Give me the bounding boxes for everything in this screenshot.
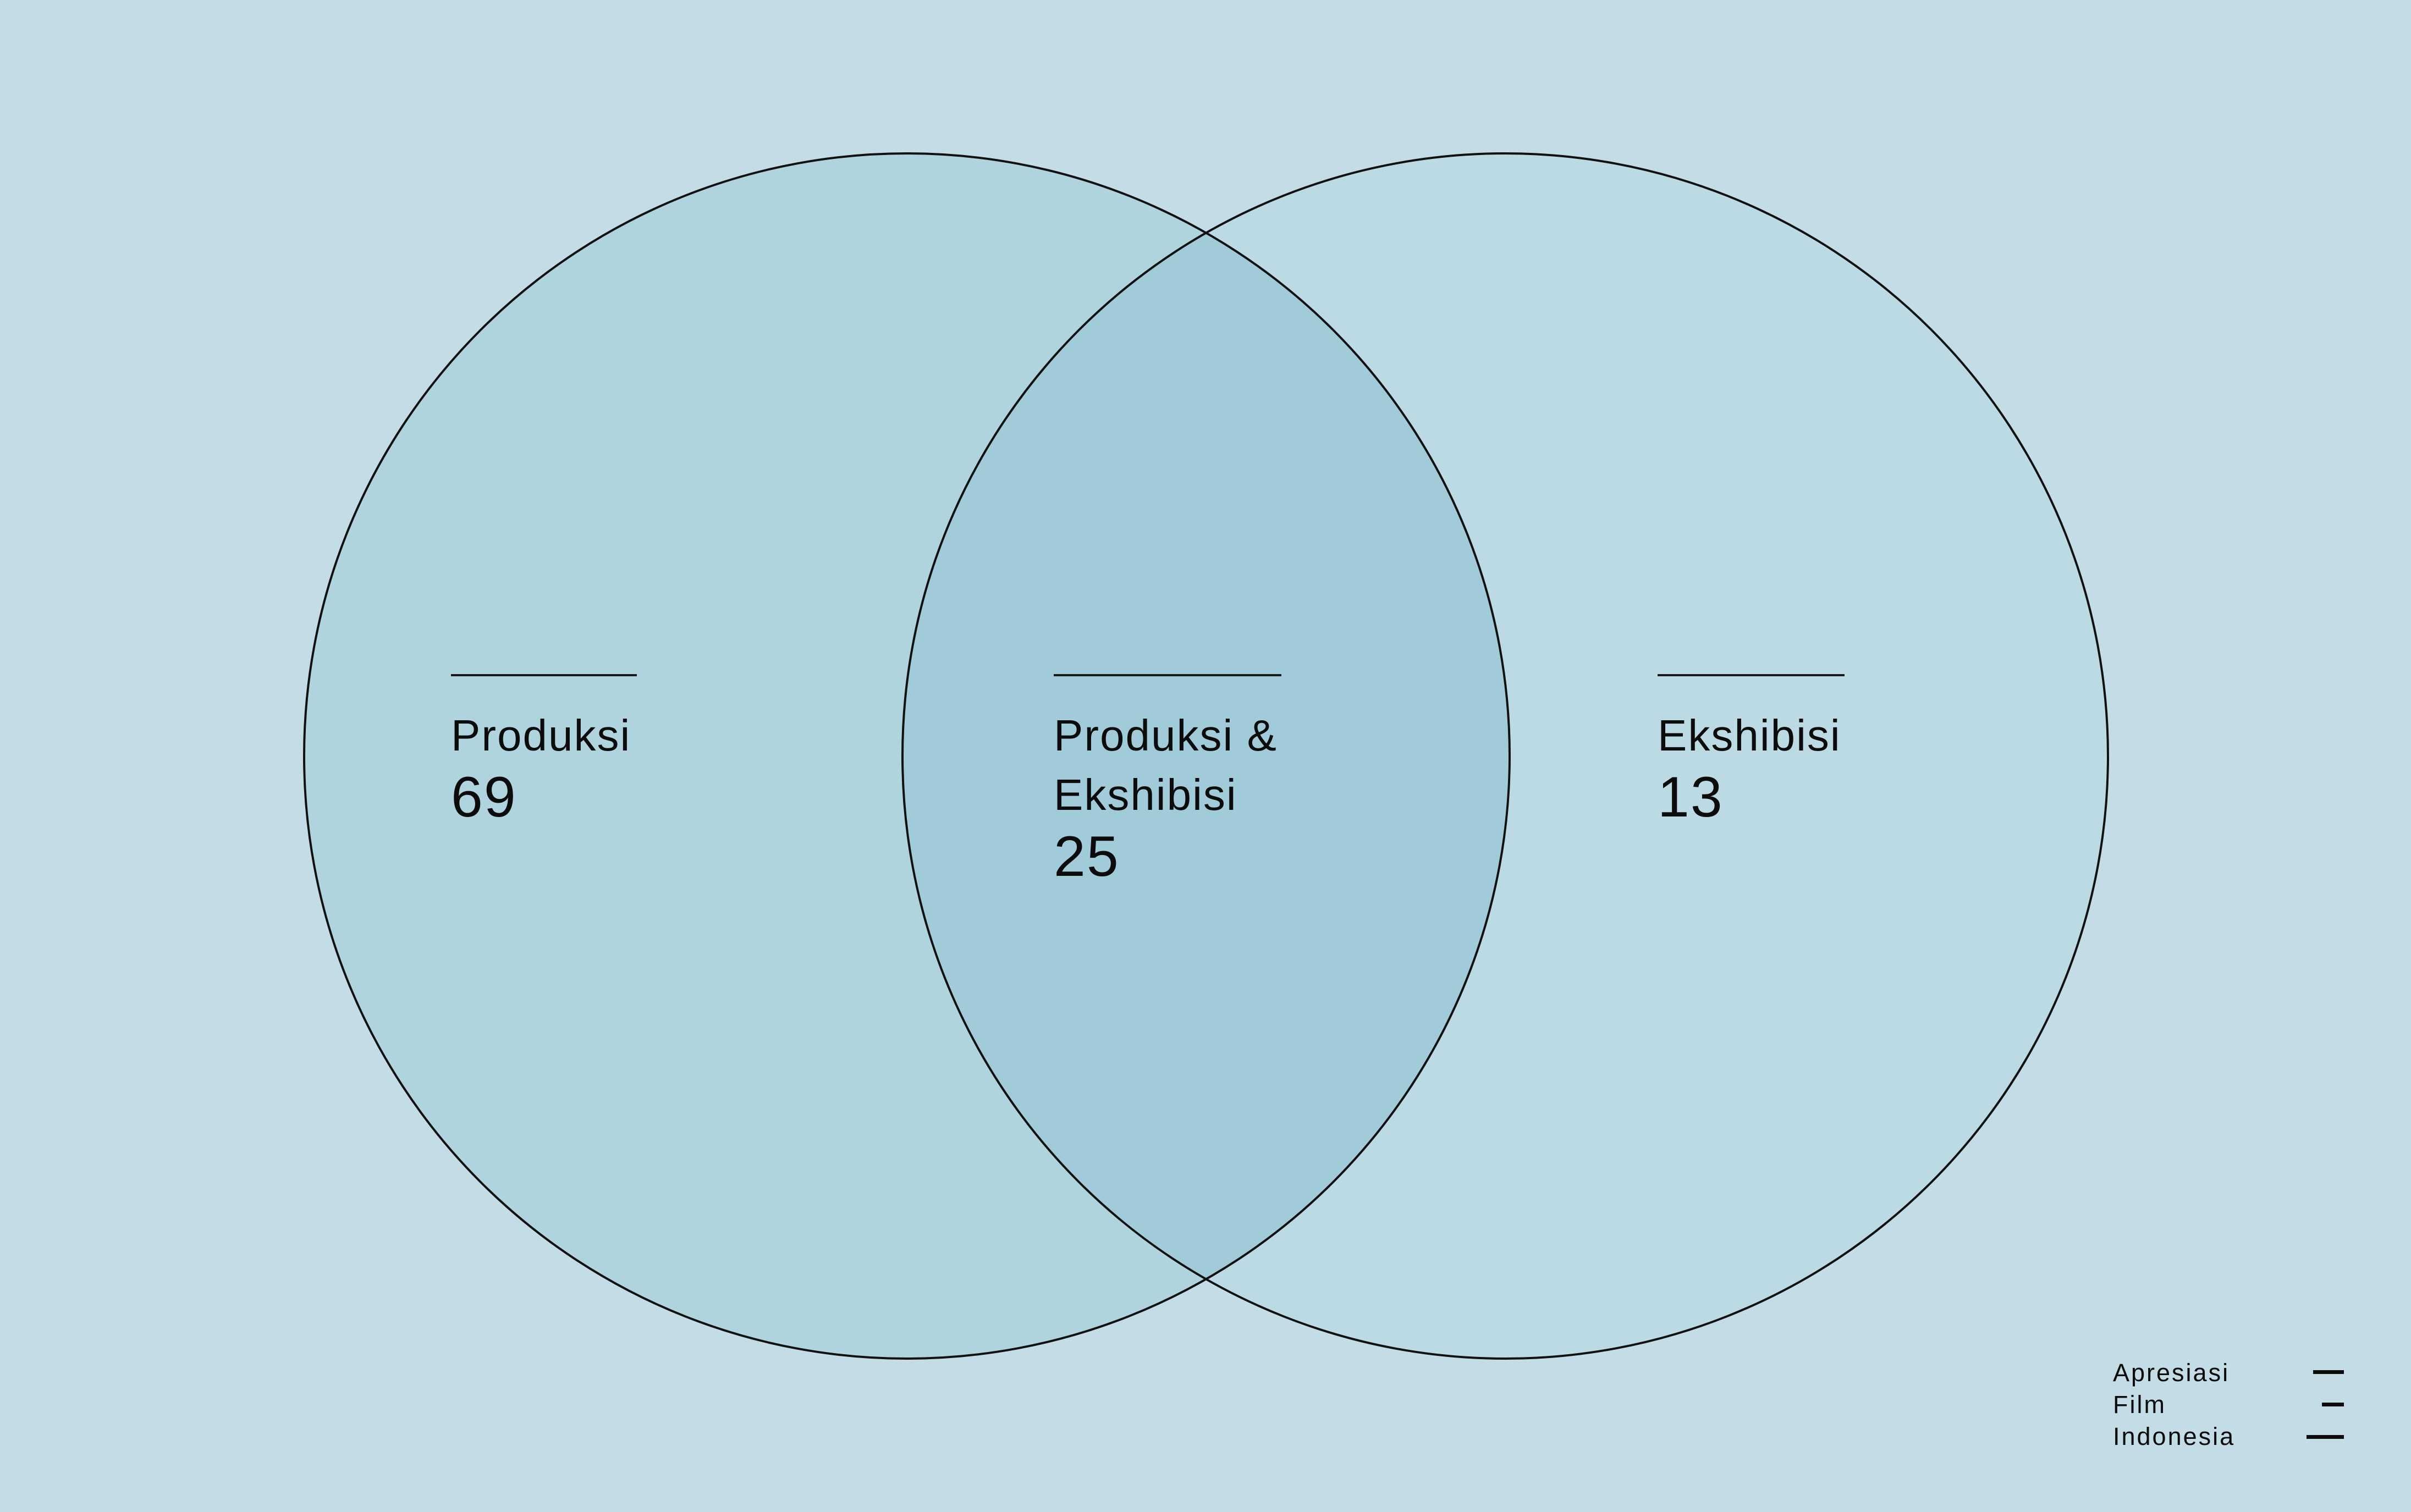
intersection-name-line2: Ekshibisi <box>1054 770 1237 819</box>
intersection-region <box>902 153 1510 1359</box>
intersection-value: 25 <box>1054 825 1120 889</box>
logo-bar-3 <box>2307 1435 2344 1439</box>
set-right-label: Ekshibisi 13 <box>1658 674 1845 827</box>
logo-line-apresiasi: Apresiasi <box>2113 1359 2230 1387</box>
set-left-rule <box>451 674 637 676</box>
logo-line-film: Film <box>2113 1390 2166 1419</box>
set-left-outline <box>303 152 1511 1360</box>
set-left-label: Produksi 69 <box>451 674 637 827</box>
logo-bar-2 <box>2322 1403 2344 1406</box>
logo-bar-1 <box>2313 1370 2344 1374</box>
logo: Apresiasi Film Indonesia <box>2113 1357 2344 1450</box>
set-right-name: Ekshibisi <box>1658 711 1841 760</box>
set-right-rule <box>1658 674 1845 676</box>
set-left-value: 69 <box>451 765 517 829</box>
set-left-name: Produksi <box>451 711 631 760</box>
intersection-rule <box>1054 674 1281 676</box>
logo-line-indonesia: Indonesia <box>2113 1422 2236 1450</box>
intersection-name-line1: Produksi & <box>1054 711 1278 760</box>
intersection-label: Produksi & Ekshibisi 25 <box>1054 674 1281 886</box>
set-right-outline <box>901 152 2109 1360</box>
set-right-value: 13 <box>1658 765 1724 829</box>
